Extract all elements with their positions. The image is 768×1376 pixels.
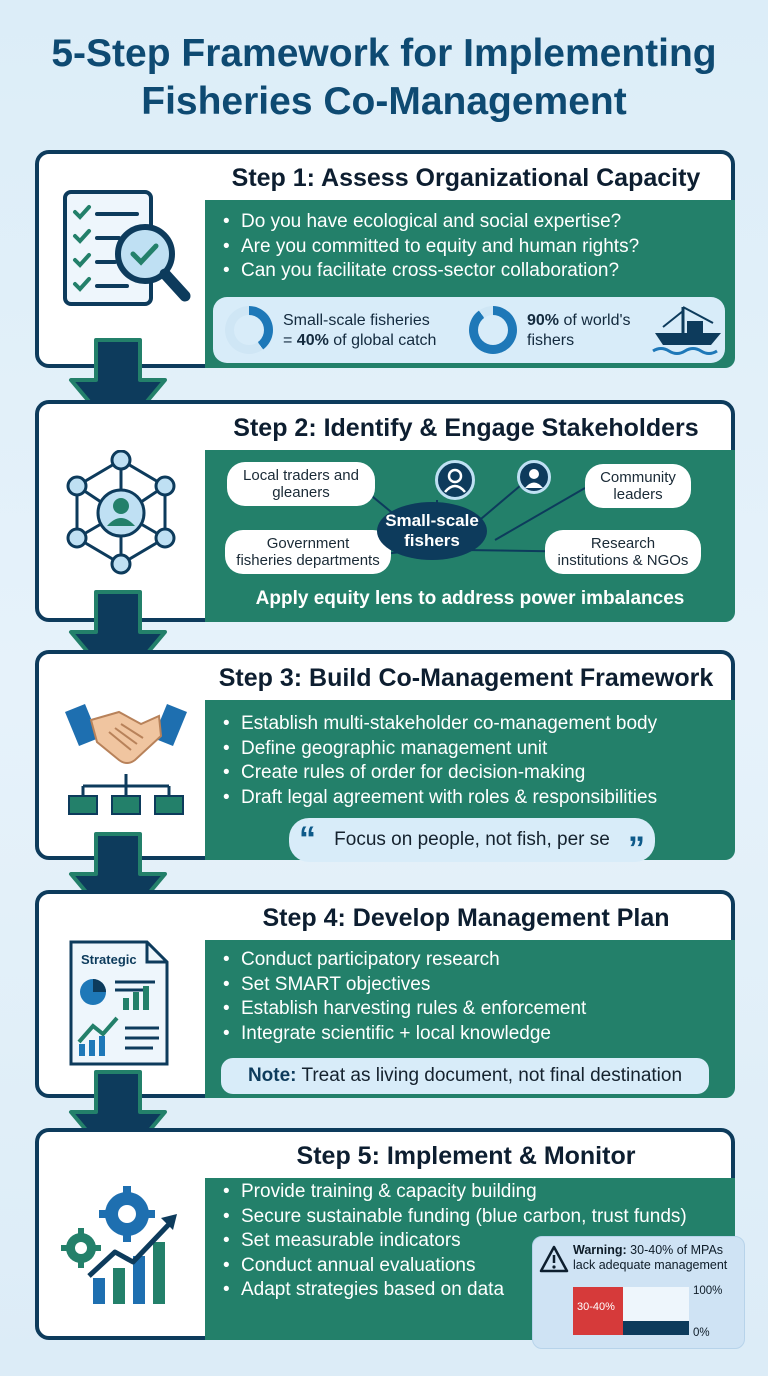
person-icon: [435, 460, 475, 500]
person-icon: [517, 460, 551, 494]
equity-statement: Apply equity lens to address power imbal…: [255, 588, 685, 609]
warning-line-1: 30-40% of MPAs: [626, 1243, 724, 1257]
warning-text: Warning: 30-40% of MPAs lack adequate ma…: [573, 1243, 727, 1273]
list-item: Do you have ecological and social expert…: [215, 210, 735, 235]
step-3-panel: Establish multi-stakeholder co-managemen…: [205, 700, 735, 866]
list-item: Define geographic management unit: [215, 737, 735, 762]
strategic-document-icon: Strategic: [67, 938, 177, 1073]
stakeholder-research-ngos: Research institutions & NGOs: [545, 530, 701, 574]
open-quote-icon: “: [299, 820, 316, 858]
quote-callout: “ Focus on people, not fish, per se ”: [289, 818, 655, 866]
node-community-line-1: Community: [600, 469, 676, 486]
node-research-line-1: Research: [590, 535, 656, 552]
list-item: Adapt strategies based on data: [215, 1278, 735, 1303]
step-3-bullets: Establish multi-stakeholder co-managemen…: [205, 700, 735, 810]
stakeholder-hub-small-scale-fishers: Small-scale fishers: [377, 502, 487, 560]
step-1-panel: Do you have ecological and social expert…: [205, 200, 735, 368]
page-title: 5-Step Framework for Implementing Fisher…: [0, 30, 768, 126]
list-item: Set measurable indicators: [215, 1229, 735, 1254]
list-item: Establish multi-stakeholder co-managemen…: [215, 712, 735, 737]
node-government-line-2: fisheries departments: [236, 552, 380, 569]
bar-base: [623, 1321, 689, 1335]
doc-label: Strategic: [81, 952, 137, 967]
node-research-line-2: institutions & NGOs: [557, 552, 689, 569]
fishing-boat-icon: [649, 303, 729, 362]
node-government-line-1: Government: [266, 535, 350, 552]
checklist-magnifier-icon: [57, 188, 197, 323]
stakeholder-community-leaders: Community leaders: [585, 464, 691, 508]
step-1-card: Step 1: Assess Organizational Capacity D…: [35, 150, 735, 368]
node-traders-line-1: Local traders and: [243, 467, 359, 484]
stakeholder-government: Government fisheries departments: [225, 530, 391, 574]
list-item: Set SMART objectives: [215, 973, 735, 998]
step-4-panel: Conduct participatory research Set SMART…: [205, 940, 735, 1098]
gears-growth-chart-icon: [53, 1180, 193, 1315]
stat-world-fishers: 90% of world's fishers: [527, 311, 631, 351]
donut-chart-40: [225, 306, 273, 354]
bar-fill-30-40: 30-40%: [573, 1287, 623, 1335]
list-item: Establish harvesting rules & enforcement: [215, 997, 735, 1022]
bar-label: 30-40%: [577, 1301, 615, 1313]
axis-label-100: 100%: [693, 1285, 723, 1297]
stakeholder-local-traders: Local traders and gleaners: [227, 462, 375, 506]
stats-box: Small-scale fisheries = 40% of global ca…: [213, 297, 725, 363]
warning-callout: Warning: 30-40% of MPAs lack adequate ma…: [532, 1236, 745, 1349]
handshake-org-chart-icon: [61, 698, 191, 833]
list-item: Are you committed to equity and human ri…: [215, 235, 735, 260]
note-text: Treat as living document, not final dest…: [296, 1065, 683, 1086]
donut-chart-90: [469, 306, 517, 354]
step-4-card: Step 4: Develop Management Plan Strategi…: [35, 890, 735, 1098]
list-item: Conduct participatory research: [215, 948, 735, 973]
step-5-heading: Step 5: Implement & Monitor: [296, 1142, 636, 1170]
step-3-card: Step 3: Build Co-Management Framework Es…: [35, 650, 735, 866]
step-5-bullets: Provide training & capacity building Sec…: [205, 1178, 735, 1303]
close-quote-icon: ”: [628, 830, 645, 868]
stat-small-scale-catch: Small-scale fisheries = 40% of global ca…: [283, 311, 436, 351]
note-label: Note:: [247, 1065, 297, 1086]
step-2-panel: Local traders and gleaners Community lea…: [205, 450, 735, 622]
note-callout: Note: Treat as living document, not fina…: [221, 1058, 709, 1094]
network-people-icon: [61, 449, 181, 585]
warning-line-2: lack adequate management: [573, 1258, 728, 1272]
step-3-heading: Step 3: Build Co-Management Framework: [218, 664, 714, 692]
stat-2-value: 90%: [527, 312, 560, 329]
stat-1-value: 40%: [296, 332, 329, 349]
stat-1-line-1: Small-scale fisheries: [283, 312, 430, 329]
list-item: Provide training & capacity building: [215, 1180, 735, 1205]
step-4-bullets: Conduct participatory research Set SMART…: [205, 940, 735, 1046]
hub-line-2: fishers: [404, 531, 460, 550]
title-line-1: 5-Step Framework for Implementing: [51, 32, 717, 75]
stat-1-eq: =: [283, 332, 297, 349]
axis-label-0: 0%: [693, 1327, 710, 1339]
warning-triangle-icon: [539, 1245, 569, 1278]
list-item: Conduct annual evaluations: [215, 1254, 735, 1279]
warning-label: Warning:: [573, 1243, 627, 1257]
step-1-heading: Step 1: Assess Organizational Capacity: [231, 164, 701, 192]
list-item: Create rules of order for decision-makin…: [215, 761, 735, 786]
stat-2-suffix: of world's: [559, 312, 631, 329]
title-line-2: Fisheries Co-Management: [141, 80, 627, 123]
step-4-heading: Step 4: Develop Management Plan: [262, 904, 670, 932]
node-community-line-2: leaders: [613, 486, 663, 503]
list-item: Secure sustainable funding (blue carbon,…: [215, 1205, 735, 1230]
list-item: Draft legal agreement with roles & respo…: [215, 786, 735, 811]
node-traders-line-2: gleaners: [272, 484, 330, 501]
warning-bar-chart: 30-40%: [573, 1287, 689, 1335]
quote-text: Focus on people, not fish, per se: [334, 829, 610, 850]
step-2-card: Step 2: Identify & Engage Stakeholders: [35, 400, 735, 622]
stat-2-line-2: fishers: [527, 332, 575, 349]
list-item: Integrate scientific + local knowledge: [215, 1022, 735, 1047]
hub-line-1: Small-scale: [385, 511, 479, 530]
step-2-heading: Step 2: Identify & Engage Stakeholders: [233, 414, 699, 442]
step-1-bullets: Do you have ecological and social expert…: [205, 200, 735, 284]
stat-1-suffix: of global catch: [328, 332, 437, 349]
list-item: Can you facilitate cross-sector collabor…: [215, 259, 735, 284]
